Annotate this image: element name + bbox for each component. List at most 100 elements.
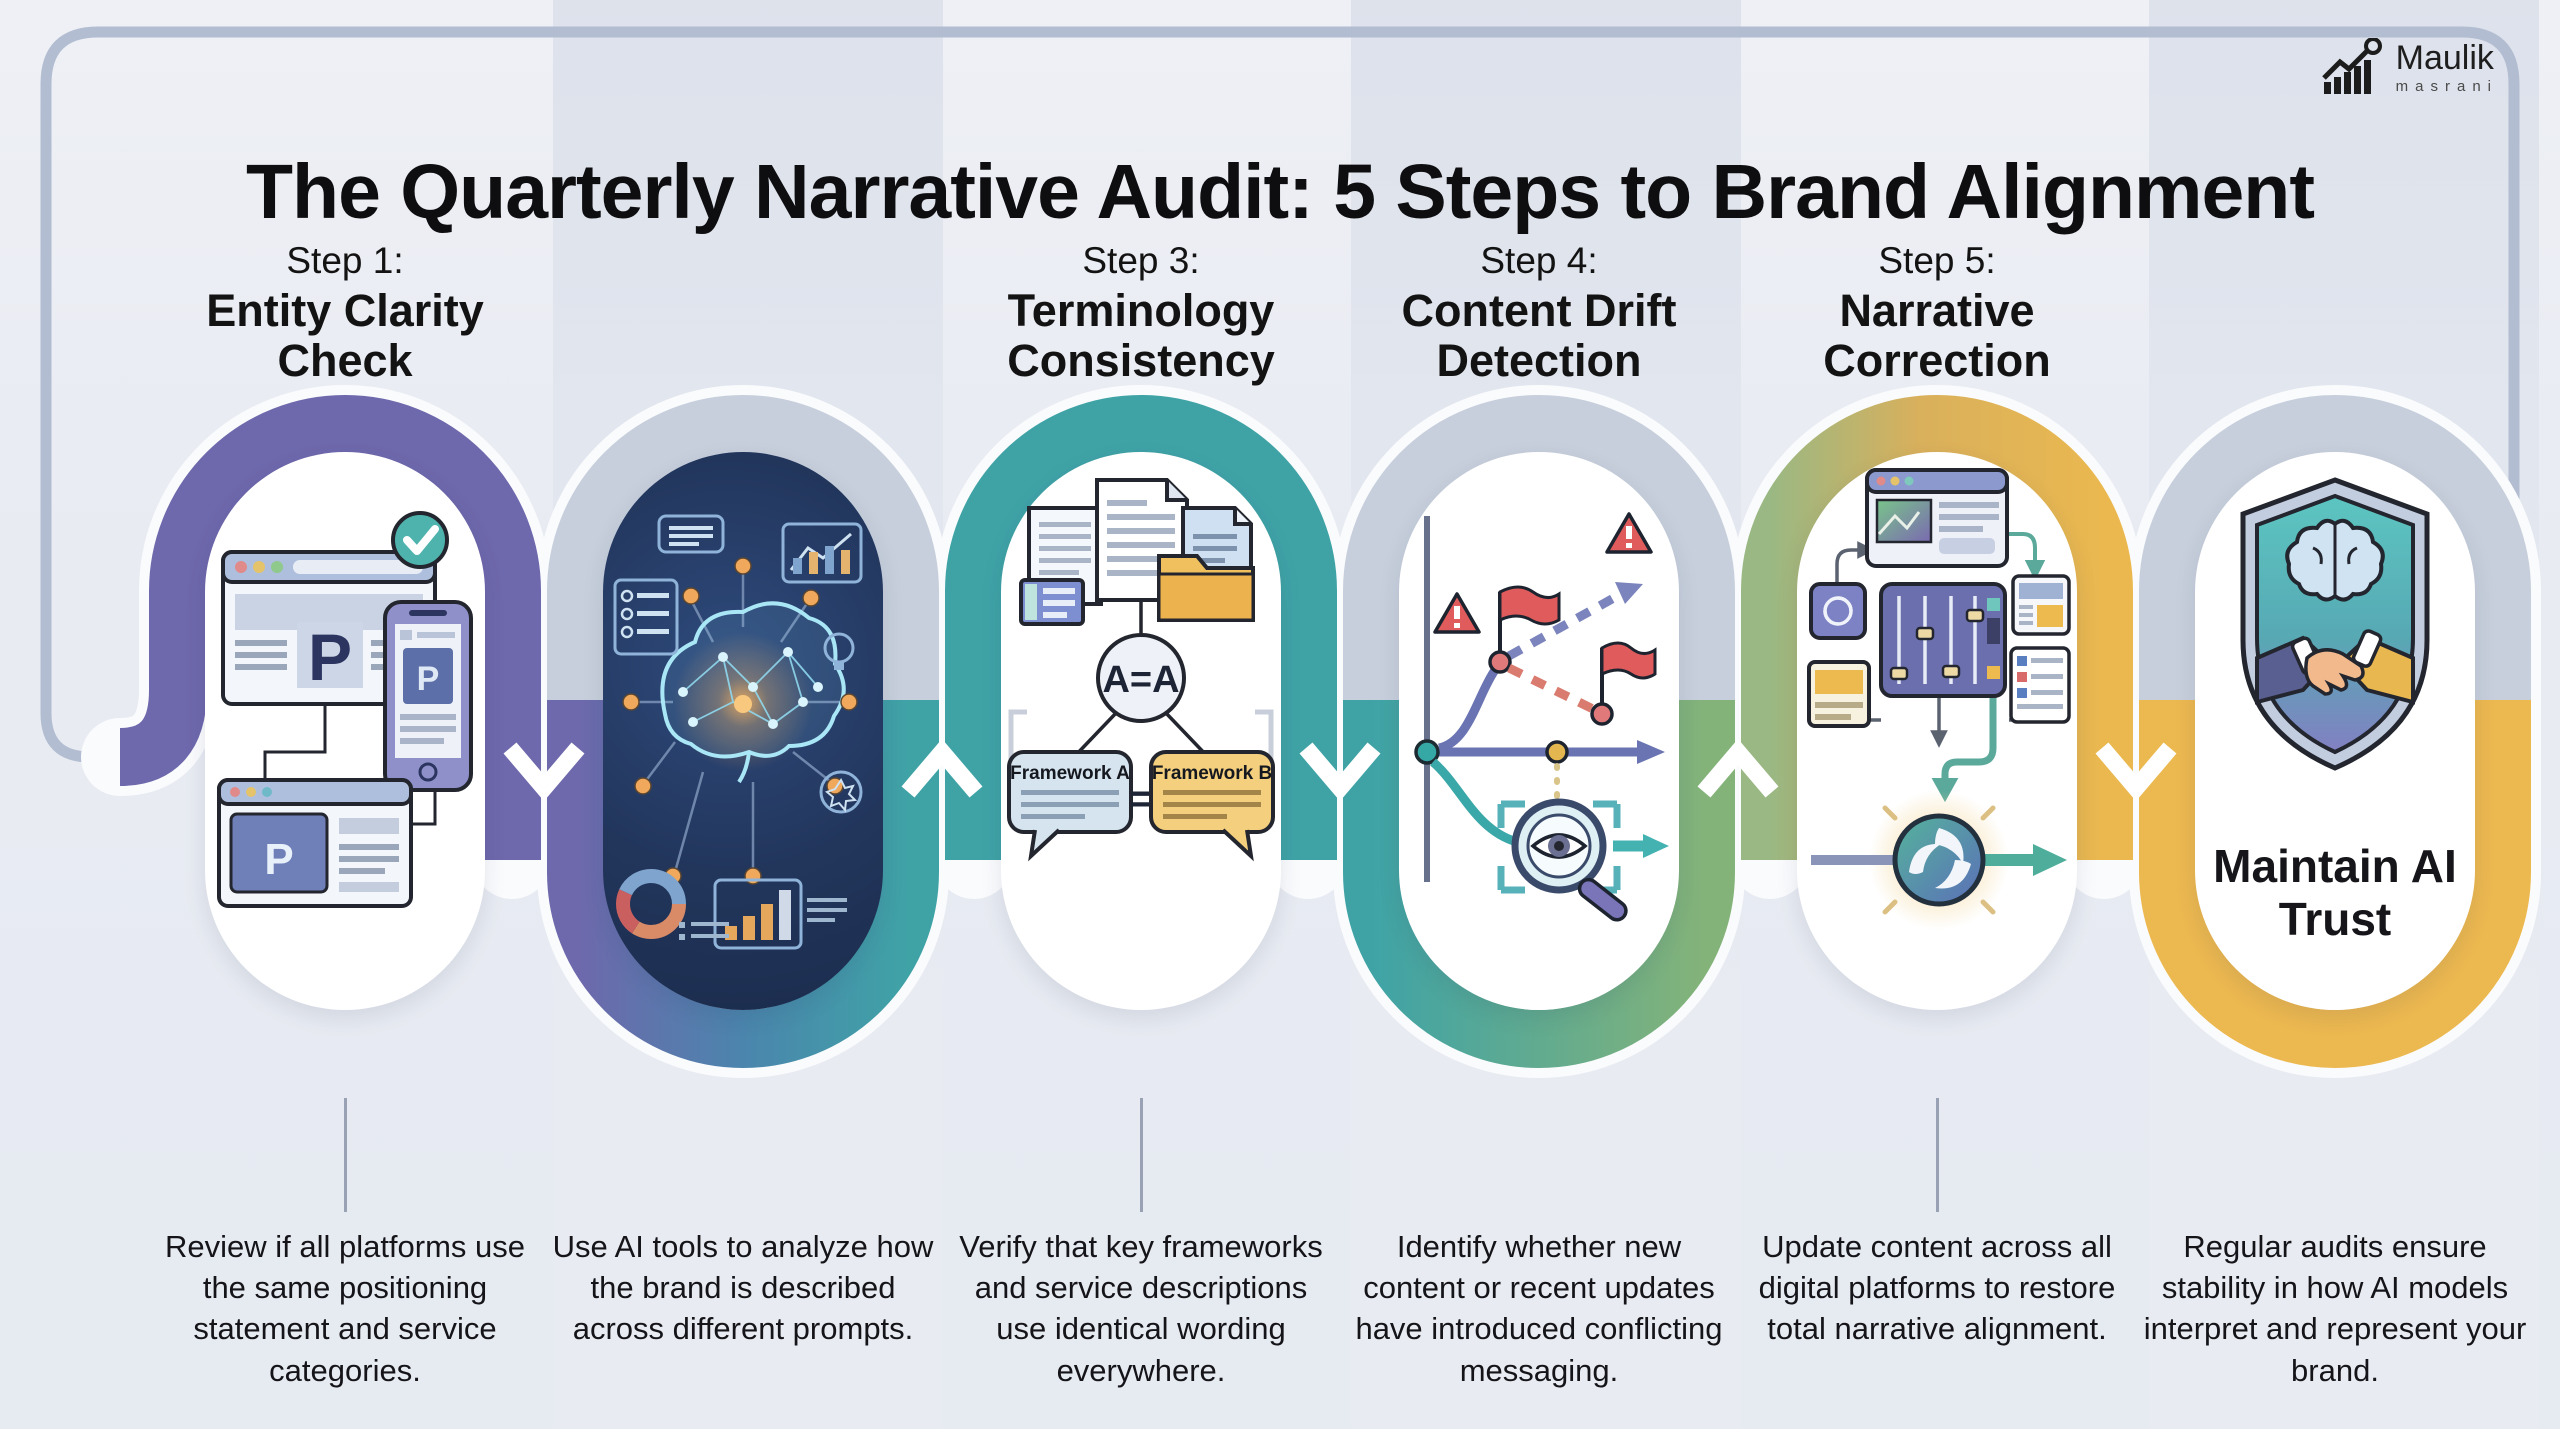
step5-caption: Update content across all digital platfo… xyxy=(1758,1229,2116,1347)
equation-circle: A=A xyxy=(1096,633,1186,723)
teal-connectors xyxy=(1931,532,2046,803)
brand-p-logo: P xyxy=(308,620,352,694)
browser-window-icon xyxy=(1865,468,2009,568)
step4-capsule xyxy=(1399,452,1679,1010)
teal-arrow xyxy=(1613,834,1669,858)
origin-node xyxy=(1414,739,1440,765)
smartphone-icon: P xyxy=(383,600,473,792)
step1-capsule: P P xyxy=(205,452,485,1010)
svg-text:Framework A: Framework A xyxy=(1010,763,1130,784)
brain-icon xyxy=(2285,518,2385,602)
step2-capsule xyxy=(603,452,883,1010)
content-sync-illustration xyxy=(1807,468,2071,930)
equals-sign: = xyxy=(1129,777,1152,821)
step4-caption: Identify whether new content or recent u… xyxy=(1355,1229,1723,1388)
chevron-down-icon xyxy=(1299,742,1381,802)
lightbulb-icon xyxy=(823,632,855,670)
maintain-ai-trust-label: Maintain AI Trust xyxy=(2213,840,2457,945)
step4-header: Step 4: Content Drift Detection xyxy=(1339,240,1739,387)
step1-title: Entity Clarity Check xyxy=(206,285,484,387)
band-step3-arch xyxy=(945,395,1337,860)
ai-brain-analysis-illustration xyxy=(613,514,863,950)
check-icon xyxy=(391,511,449,569)
step4-label: Step 4: xyxy=(1480,240,1598,281)
band-step5-arch xyxy=(1741,395,2133,860)
brand-platforms-check-illustration: P P xyxy=(217,511,473,908)
page-title: The Quarterly Narrative Audit: 5 Steps t… xyxy=(246,148,2315,235)
chevron-down-icon xyxy=(503,742,585,802)
step1-label: Step 1: xyxy=(286,240,404,281)
chevron-up-icon xyxy=(1697,738,1779,798)
checklist-doc-icon xyxy=(2009,646,2071,724)
step3-label: Step 3: xyxy=(1082,240,1200,281)
red-flag-icon xyxy=(1498,585,1561,658)
drift-chart-illustration xyxy=(1414,512,1669,922)
band-step1-arch xyxy=(118,395,541,860)
step3-title: Terminology Consistency xyxy=(1007,285,1275,387)
drift-node xyxy=(1488,650,1512,674)
folder-icon xyxy=(1157,554,1255,622)
browser-window-icon: P xyxy=(217,778,413,908)
step1-header: Step 1: Entity Clarity Check xyxy=(145,240,545,387)
brand-p-logo: P xyxy=(417,660,440,698)
handshake-icon xyxy=(2255,629,2415,705)
framework-equivalence-illustration: A=A Framework A = Framework B xyxy=(1007,478,1275,862)
card-icon xyxy=(1019,578,1085,626)
speech-bubble-framework-b: Framework B xyxy=(1149,750,1275,862)
timeline-arrow xyxy=(1427,740,1665,764)
list-panel-icon xyxy=(613,578,679,656)
equation-text: A=A xyxy=(1102,659,1179,701)
step3-capsule: A=A Framework A = Framework B xyxy=(1001,452,1281,1010)
band-step4-wrap xyxy=(1343,655,1735,1068)
line-chart-icon xyxy=(781,522,863,584)
step4-title: Content Drift Detection xyxy=(1401,285,1677,387)
mixer-panel-icon xyxy=(1879,582,2007,698)
through-arrow xyxy=(1981,844,2067,876)
dashed-decline xyxy=(1507,663,1597,715)
gear-icon xyxy=(819,770,863,814)
step6-caption: Regular audits ensure stability in how A… xyxy=(2143,1229,2527,1388)
ai-trust-shield-illustration xyxy=(2240,477,2430,771)
content-card-icon xyxy=(2011,574,2071,636)
rays xyxy=(1882,805,1996,915)
chevron-down-icon xyxy=(2095,742,2177,802)
step3-header: Step 3: Terminology Consistency xyxy=(941,240,1341,387)
checkpoint-node xyxy=(1545,740,1569,764)
warning-triangle-icon xyxy=(1605,512,1653,554)
svg-text:Framework B: Framework B xyxy=(1152,763,1272,784)
band-step6-silver-arc xyxy=(2139,395,2531,700)
bar-chart-icon xyxy=(713,878,803,950)
chevron-up-icon xyxy=(901,738,983,798)
brain-network-icon xyxy=(660,601,846,784)
drift-node xyxy=(1590,702,1614,726)
step6-capsule: Maintain AI Trust xyxy=(2195,452,2475,1010)
step5-label: Step 5: xyxy=(1878,240,1996,281)
brand-p-logo: P xyxy=(264,835,293,884)
logo-tagline: masrani xyxy=(2395,77,2498,95)
magnifier-eye-icon xyxy=(1511,798,1628,922)
red-flag-icon xyxy=(1600,641,1657,710)
logo-name: Maulik xyxy=(2395,38,2494,77)
band-step6-wrap xyxy=(2139,655,2531,1068)
ai-chip-icon xyxy=(1809,582,1867,640)
dashed-arrow-up xyxy=(1506,582,1643,660)
band-step2-silver-arc xyxy=(547,395,939,700)
step5-title: Narrative Correction xyxy=(1823,285,2051,387)
drift-branch-up xyxy=(1437,667,1499,753)
step5-capsule xyxy=(1797,452,2077,1010)
caption-connector-line xyxy=(1936,1098,1939,1212)
speech-bubble-framework-a: Framework A xyxy=(1007,750,1133,862)
step2-caption: Use AI tools to analyze how the brand is… xyxy=(552,1229,934,1347)
step3-caption: Verify that key frameworks and service d… xyxy=(959,1229,1323,1388)
warning-triangle-icon xyxy=(1433,592,1481,634)
step5-header: Step 5: Narrative Correction xyxy=(1737,240,2137,387)
growth-chart-magnifier-icon xyxy=(2321,38,2382,94)
donut-chart-icon xyxy=(616,869,686,939)
message-icon xyxy=(657,514,725,554)
brand-logo: Maulik masrani xyxy=(2321,38,2498,96)
band-step2-wrap xyxy=(547,655,939,1068)
content-card-icon xyxy=(1807,660,1871,728)
band-step4-silver-arc xyxy=(1343,395,1735,700)
